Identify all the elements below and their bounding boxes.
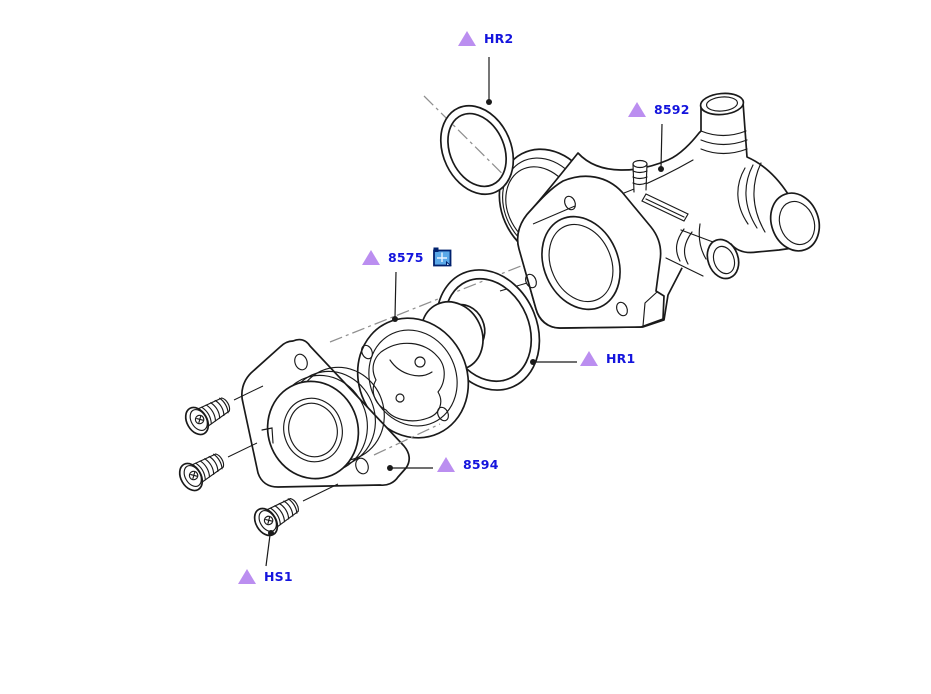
part-hr2-oring[interactable] [427, 94, 527, 206]
triangle-icon [437, 457, 455, 472]
part-8575-thermostat[interactable] [338, 292, 494, 457]
part-code: HS1 [264, 569, 293, 584]
triangle-icon [628, 102, 646, 117]
callout-hr2[interactable]: HR2 [458, 31, 513, 46]
part-code: 8575 [388, 250, 424, 265]
part-code: HR1 [606, 351, 636, 366]
triangle-icon [238, 569, 256, 584]
screw-alignment-lines [227, 385, 339, 502]
callout-8594[interactable]: 8594 [437, 457, 499, 472]
callout-8575[interactable]: 8575 [362, 250, 424, 265]
parts-list-icon[interactable] [433, 247, 452, 267]
part-hs1-screw-3[interactable] [249, 490, 305, 541]
triangle-icon [458, 31, 476, 46]
part-hs1-screw-1[interactable] [180, 389, 236, 440]
part-code: 8592 [654, 102, 690, 117]
part-code: 8594 [463, 457, 499, 472]
part-code: HR2 [484, 31, 514, 46]
triangle-icon [362, 250, 380, 265]
centerline-segment [373, 423, 441, 456]
part-8592-housing[interactable] [480, 92, 827, 329]
leader-lines [265, 57, 664, 567]
callout-hs1[interactable]: HS1 [238, 569, 293, 584]
callout-8592[interactable]: 8592 [628, 102, 690, 117]
part-8594-outlet[interactable] [241, 338, 410, 491]
callout-hr1[interactable]: HR1 [580, 351, 635, 366]
part-hs1-screw-2[interactable] [174, 445, 230, 496]
triangle-icon [580, 351, 598, 366]
